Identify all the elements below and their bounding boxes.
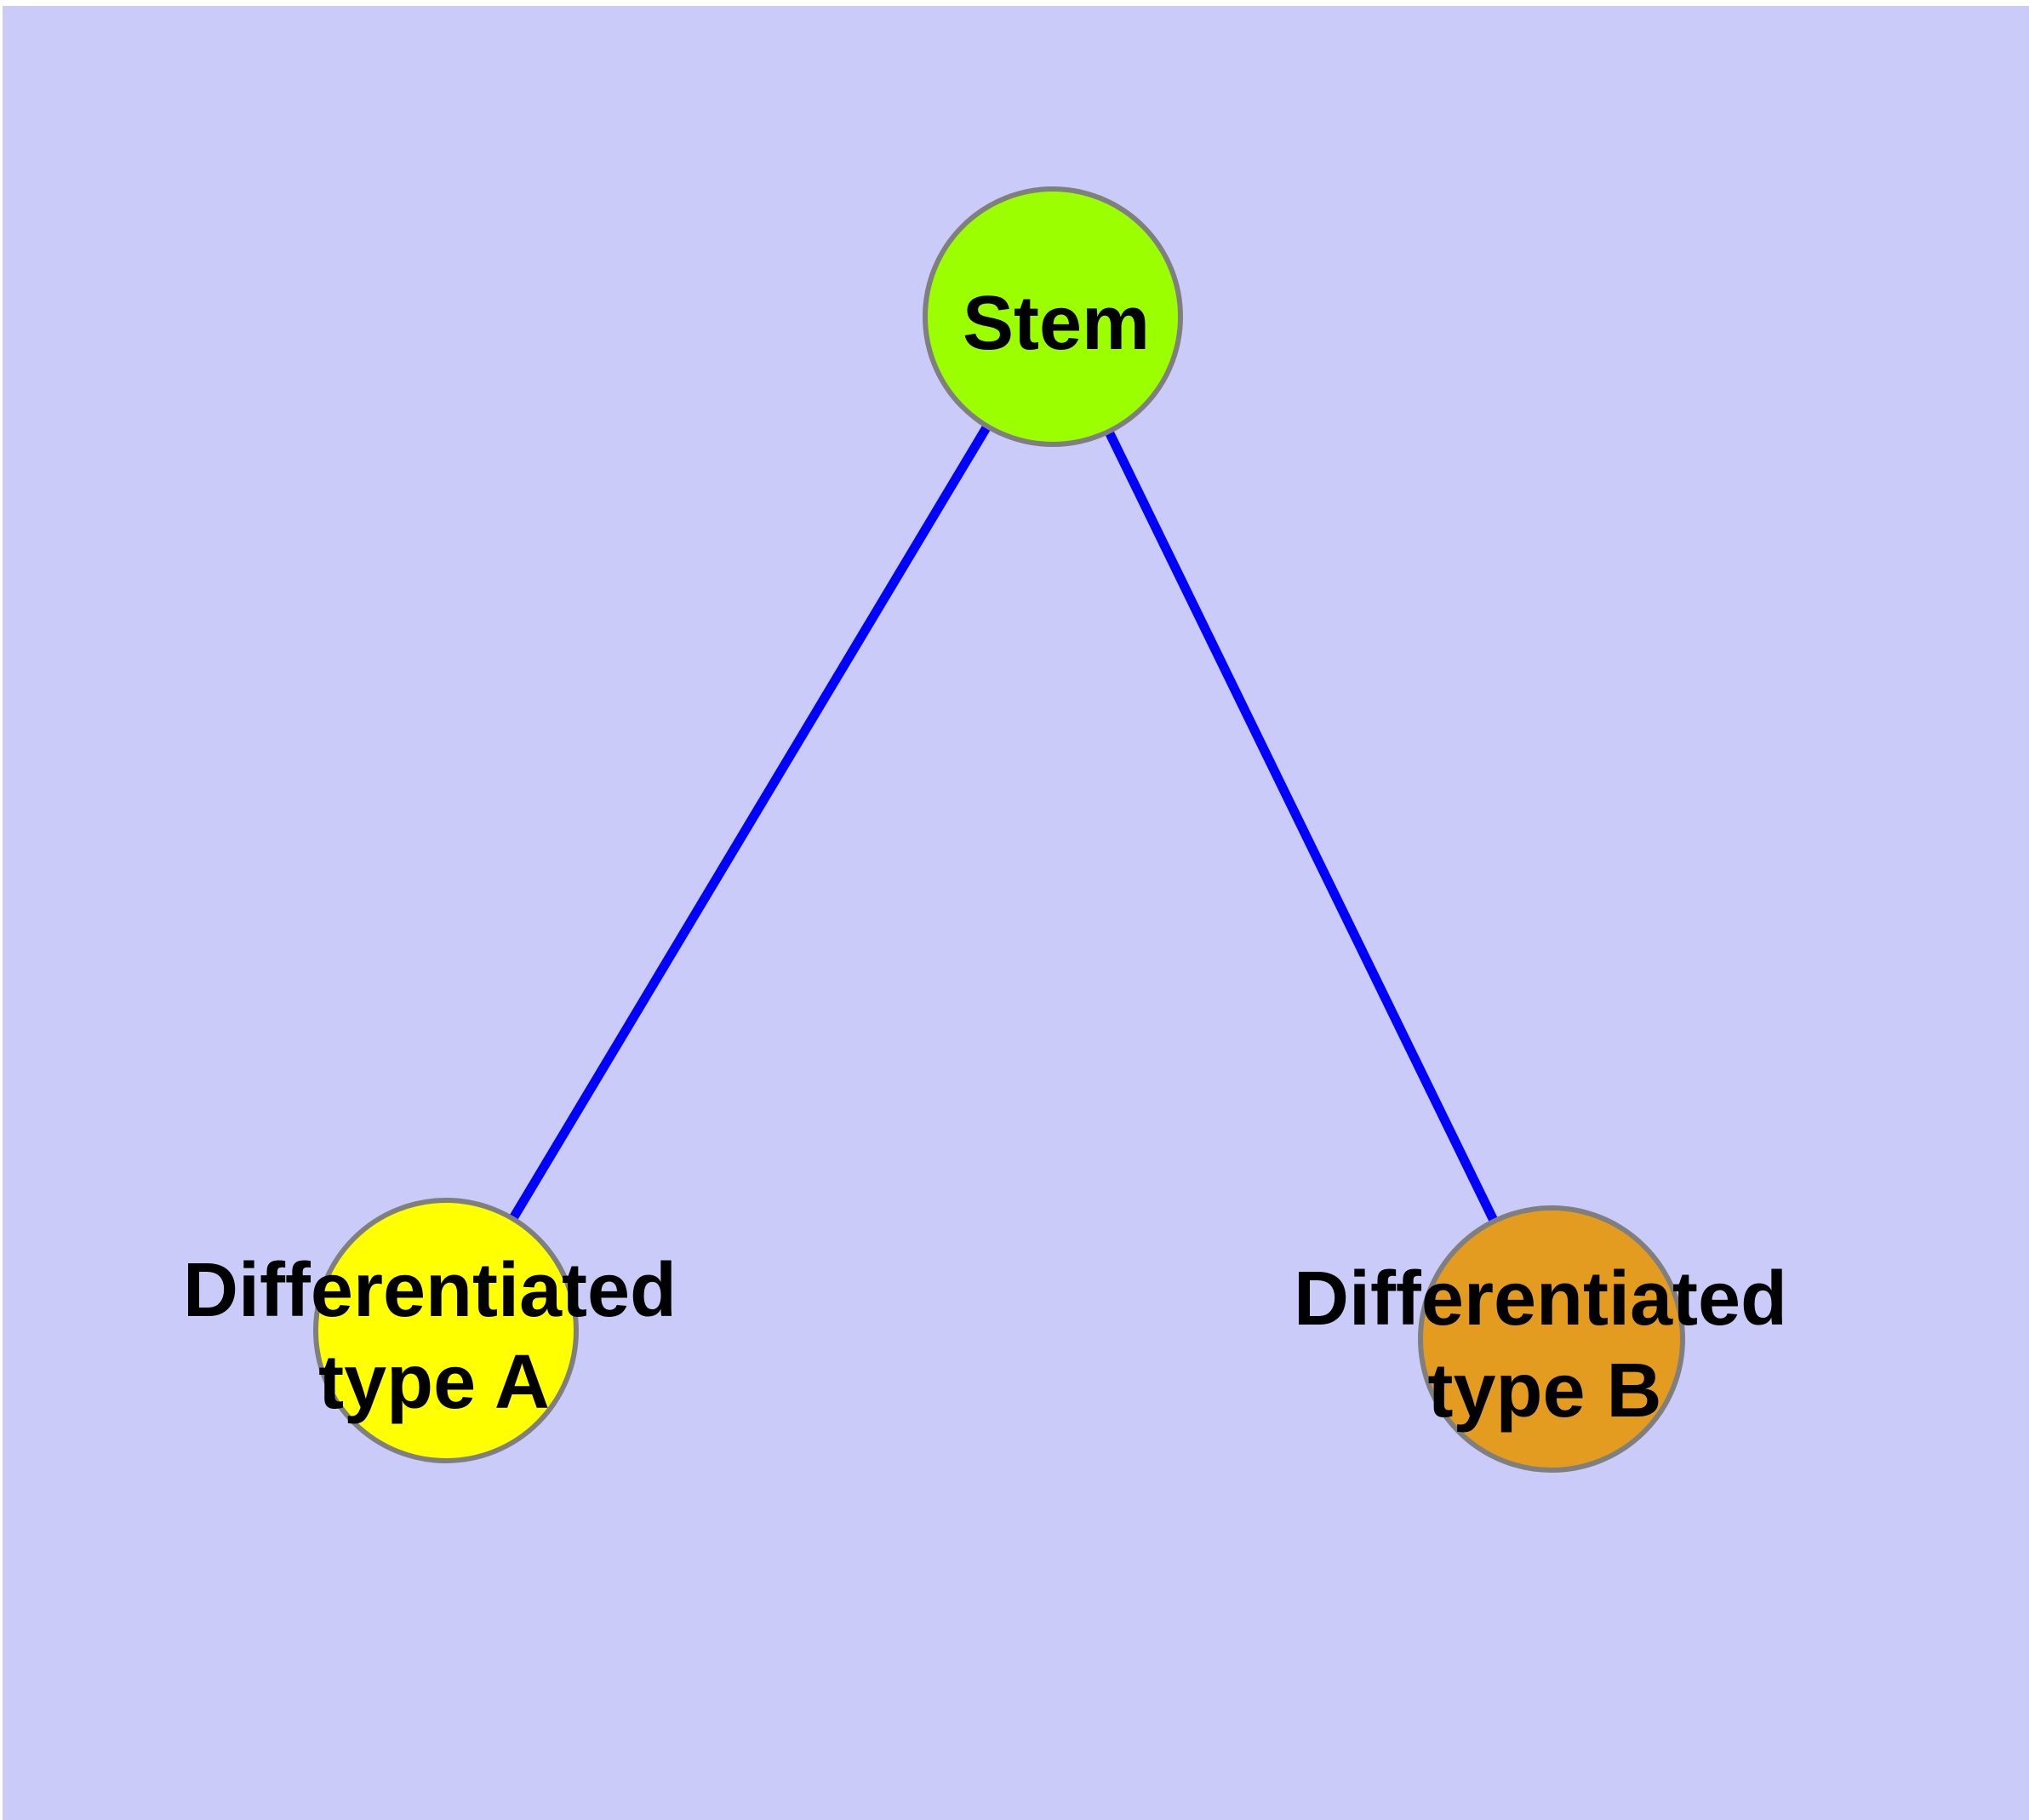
node-differentiated-type-a: Differentiated type A [183, 1198, 677, 1463]
edge-stem-to-type-a [442, 314, 1057, 1333]
edge-stem-to-type-b [1049, 314, 1556, 1342]
node-type-b-label-line1: Differentiated [1294, 1256, 1787, 1342]
node-stem: Stem [923, 186, 1183, 447]
node-stem-circle [923, 186, 1183, 447]
node-type-a-label-line1: Differentiated [183, 1248, 677, 1333]
node-stem-label: Stem [963, 281, 1150, 366]
node-differentiated-type-b: Differentiated type B [1294, 1205, 1787, 1473]
node-type-b-circle [1418, 1205, 1685, 1473]
node-type-a-circle [313, 1198, 579, 1463]
node-type-a-label-line2: type A [318, 1340, 550, 1425]
node-type-b-label-line2: type B [1427, 1348, 1661, 1434]
